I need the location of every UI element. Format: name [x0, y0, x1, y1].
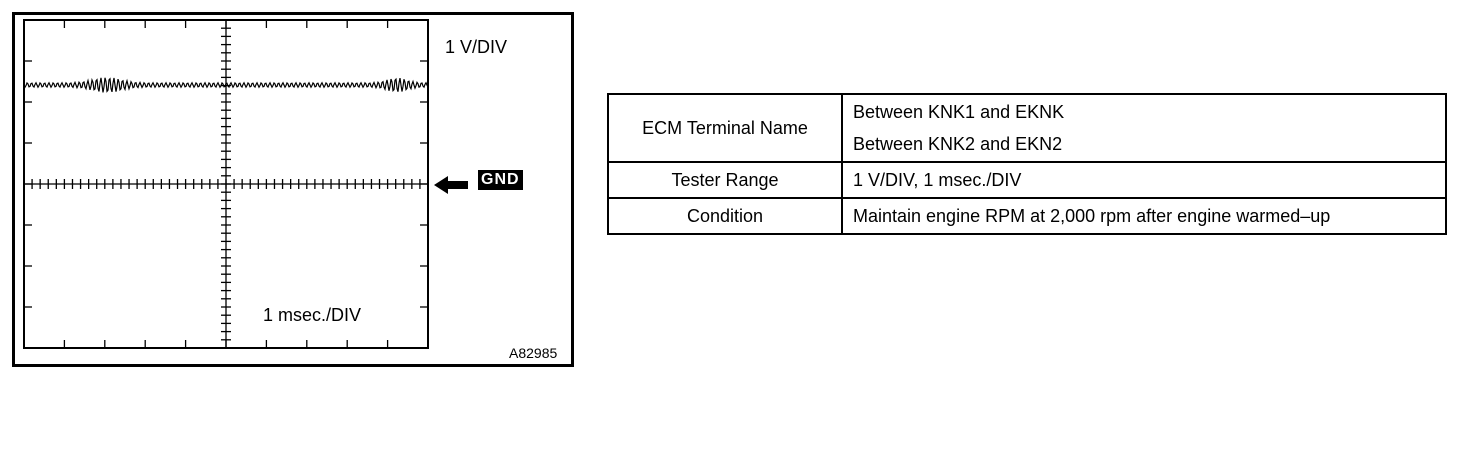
figure-id: A82985: [509, 345, 558, 361]
row-value: 1 V/DIV, 1 msec./DIV: [841, 161, 1447, 199]
table-row: ECM Terminal Name Between KNK1 and EKNK …: [607, 93, 1447, 163]
knock-sensor-waveform: [23, 77, 429, 93]
row-label: Tester Range: [607, 161, 843, 199]
row-label: ECM Terminal Name: [607, 93, 843, 163]
volt-div-label: 1 V/DIV: [445, 37, 508, 57]
row-value-line: Between KNK2 and EKN2: [853, 134, 1063, 154]
ground-level-label: GND: [478, 170, 523, 190]
ground-arrow-icon: [434, 176, 468, 194]
row-value: Between KNK1 and EKNK Between KNK2 and E…: [841, 93, 1447, 163]
time-div-label: 1 msec./DIV: [263, 305, 362, 325]
scope-grid-ticks: [24, 20, 428, 348]
row-value-line: Maintain engine RPM at 2,000 rpm after e…: [853, 206, 1331, 226]
table-row: Tester Range 1 V/DIV, 1 msec./DIV: [607, 161, 1447, 199]
tester-spec-table: ECM Terminal Name Between KNK1 and EKNK …: [607, 93, 1447, 235]
table-row: Condition Maintain engine RPM at 2,000 r…: [607, 197, 1447, 235]
row-value-line: Between KNK1 and EKNK: [853, 102, 1065, 122]
oscilloscope-display: [23, 19, 468, 349]
oscilloscope-frame: [12, 12, 574, 367]
row-label: Condition: [607, 197, 843, 235]
row-value: Maintain engine RPM at 2,000 rpm after e…: [841, 197, 1447, 235]
row-value-line: 1 V/DIV, 1 msec./DIV: [853, 170, 1022, 190]
